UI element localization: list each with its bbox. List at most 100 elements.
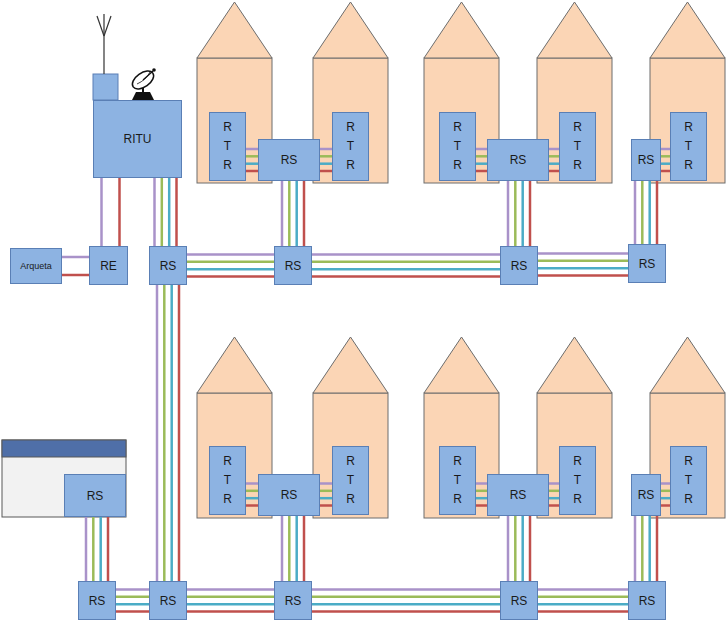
cable-wire [312,588,500,591]
device-box: RS [487,139,549,181]
box-label: RS [281,153,298,167]
cable-wire [641,181,644,244]
cable-wire [246,148,258,151]
cable-bundle [635,181,657,244]
cable-wire [246,482,258,485]
cable-wire [246,490,258,493]
cable-wire [476,497,487,500]
device-box: R T R [670,446,707,515]
cable-wire [634,516,637,581]
cable-wire [320,482,332,485]
device-box: RS [628,244,666,283]
box-label: RS [160,259,177,273]
cable-wire [538,274,628,277]
cable-wire [163,285,166,581]
cable-wire [99,517,102,581]
box-label: R T R [346,118,355,175]
cable-bundle [661,149,670,171]
cable-wire [549,490,559,493]
cable-bundle [102,178,120,246]
device-box: R T R [559,112,596,181]
cable-wire [656,181,659,244]
cable-wire [514,516,517,581]
box-label: RS [639,594,656,608]
cable-wire [246,155,258,158]
cable-wire [92,517,95,581]
cable-bundle [312,590,500,612]
cable-bundle [155,178,177,246]
cable-wire [476,162,487,165]
box-label: RITU [124,132,152,146]
cable-wire [116,610,149,613]
house-roof [650,2,725,58]
cable-wire [661,170,670,173]
house-roof [313,337,388,393]
box-label: R T R [684,118,693,175]
box-label: R T R [573,452,582,509]
house-roof [197,2,272,58]
cable-wire [634,181,637,244]
cable-wire [281,181,284,246]
cable-bundle [476,149,487,171]
cable-wire [476,148,487,151]
cable-wire [288,516,291,581]
cable-bundle [312,255,500,277]
device-box: RE [89,246,128,285]
cable-wire [62,256,89,259]
cable-wire [281,516,284,581]
cable-wire [538,596,628,599]
box-label: R T R [573,118,582,175]
cable-wire [187,275,274,278]
cable-bundle [246,484,258,506]
cable-wire [312,253,500,256]
device-box: R T R [670,112,707,181]
house-outline [650,58,725,183]
box-label: RE [100,259,117,273]
cable-wire [549,482,559,485]
cable-wire [549,155,559,158]
device-box: RS [631,139,661,181]
cable-bundle [246,149,258,171]
cable-wire [312,261,500,264]
cable-wire [288,181,291,246]
device-box: R T R [559,446,596,515]
cable-wire [549,148,559,151]
cable-wire [187,268,274,271]
house-roof [424,337,499,393]
cable-wire [641,516,644,581]
satellite-dish-symbol [129,67,157,100]
cable-wire [538,260,628,263]
box-label: RS [89,594,106,608]
cable-wire [295,181,298,246]
antenna-mast-box [93,74,118,100]
cable-wire [521,516,524,581]
cable-wire [661,148,670,151]
box-label: RS [160,594,177,608]
device-box: RS [78,581,116,620]
house-outline [313,393,388,518]
cable-wire [507,516,510,581]
cable-bundle [538,254,628,276]
cable-bundle [187,590,274,612]
building-header [2,440,126,457]
cable-wire [661,497,670,500]
cable-wire [187,588,274,591]
box-label: RS [510,488,527,502]
cable-wire [538,588,628,591]
box-label: R T R [346,452,355,509]
house-roof [313,2,388,58]
cable-wire [118,178,121,246]
cable-wire [178,285,181,581]
cable-wire [320,490,332,493]
box-label: R T R [453,118,462,175]
cable-wire [312,596,500,599]
box-label: RS [638,153,655,167]
cable-wire [549,170,559,173]
cable-bundle [62,257,89,275]
device-box: R T R [332,446,369,515]
cable-bundle [320,149,332,171]
cable-bundle [549,149,559,171]
cable-wire [246,162,258,165]
